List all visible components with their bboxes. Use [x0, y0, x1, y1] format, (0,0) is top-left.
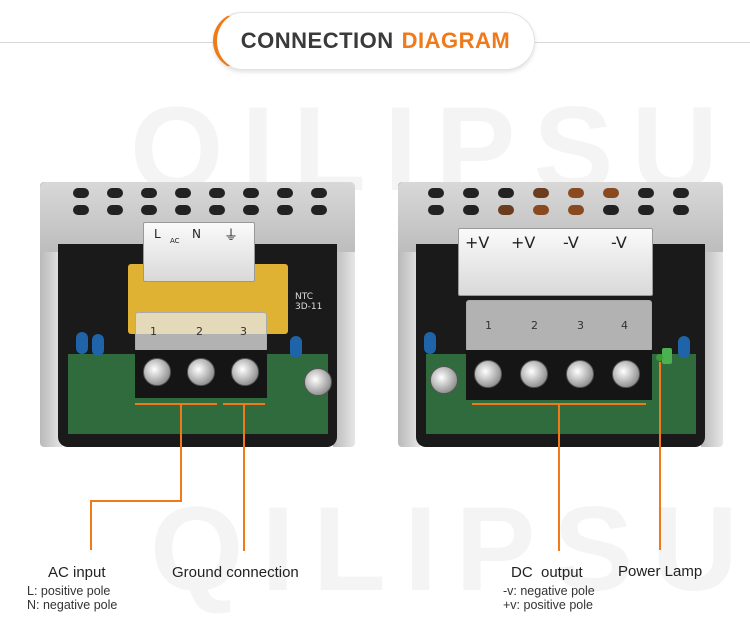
ac-input-line-2: N: negative pole	[27, 598, 118, 612]
ntc-label: NTC 3D-11	[295, 292, 323, 312]
ac-input-title: AC input	[48, 564, 106, 581]
terminal-screw	[566, 360, 594, 388]
terminal-screw	[520, 360, 548, 388]
dc-output-marker	[472, 403, 646, 405]
terminal-screw	[143, 358, 171, 386]
capacitor	[678, 336, 690, 358]
capacitor	[290, 336, 302, 358]
terminal-cover: 1 2 3	[135, 312, 267, 352]
terminal-screw	[612, 360, 640, 388]
capacitor	[424, 332, 436, 354]
dc-output-line-1: -v: negative pole	[503, 584, 595, 598]
title-diagram: DIAGRAM	[401, 28, 511, 53]
power-lamp-title: Power Lamp	[618, 563, 703, 580]
screw	[304, 368, 332, 396]
metal-case-top	[40, 182, 355, 252]
screw	[430, 366, 458, 394]
dc-terminal-photo: +V +V -V -V 1 2 3 4	[398, 182, 723, 447]
ac-input-connector-h	[90, 500, 182, 502]
metal-case-top	[398, 182, 723, 252]
ground-symbol: ⏚	[224, 228, 238, 244]
dc-output-title: DC output	[511, 564, 583, 581]
ac-terminal-photo: NTC 3D-11 L AC N ⏚ 1 2 3	[40, 182, 355, 447]
ac-input-line-1: L: positive pole	[27, 584, 111, 598]
dc-output-line-2: +v: positive pole	[503, 598, 593, 612]
terminal-cover: 1 2 3 4	[466, 300, 652, 352]
terminal-screw	[474, 360, 502, 388]
terminal-screw	[187, 358, 215, 386]
dc-terminal-label-plate: +V +V -V -V	[458, 228, 653, 296]
power-lamp-dot	[656, 354, 663, 361]
power-lamp-connector	[659, 362, 661, 550]
ac-input-connector-v1	[180, 405, 182, 501]
ac-terminal-label-plate: L AC N ⏚	[143, 222, 255, 282]
dc-output-connector	[558, 405, 560, 551]
ground-connection-title: Ground connection	[172, 564, 299, 581]
header-pill: CONNECTION DIAGRAM	[213, 12, 535, 70]
dc-terminal-block	[466, 350, 652, 400]
ac-input-connector-v2	[90, 500, 92, 550]
terminal-screw	[231, 358, 259, 386]
ground-marker	[223, 403, 265, 405]
title-connection: CONNECTION	[240, 28, 394, 53]
ac-terminal-block	[135, 350, 267, 398]
capacitor	[76, 332, 88, 354]
capacitor	[92, 334, 104, 356]
ground-connector	[243, 405, 245, 551]
power-lamp-led	[662, 348, 672, 364]
ac-input-marker	[135, 403, 217, 405]
watermark-lower: QILIPSU	[150, 480, 750, 618]
